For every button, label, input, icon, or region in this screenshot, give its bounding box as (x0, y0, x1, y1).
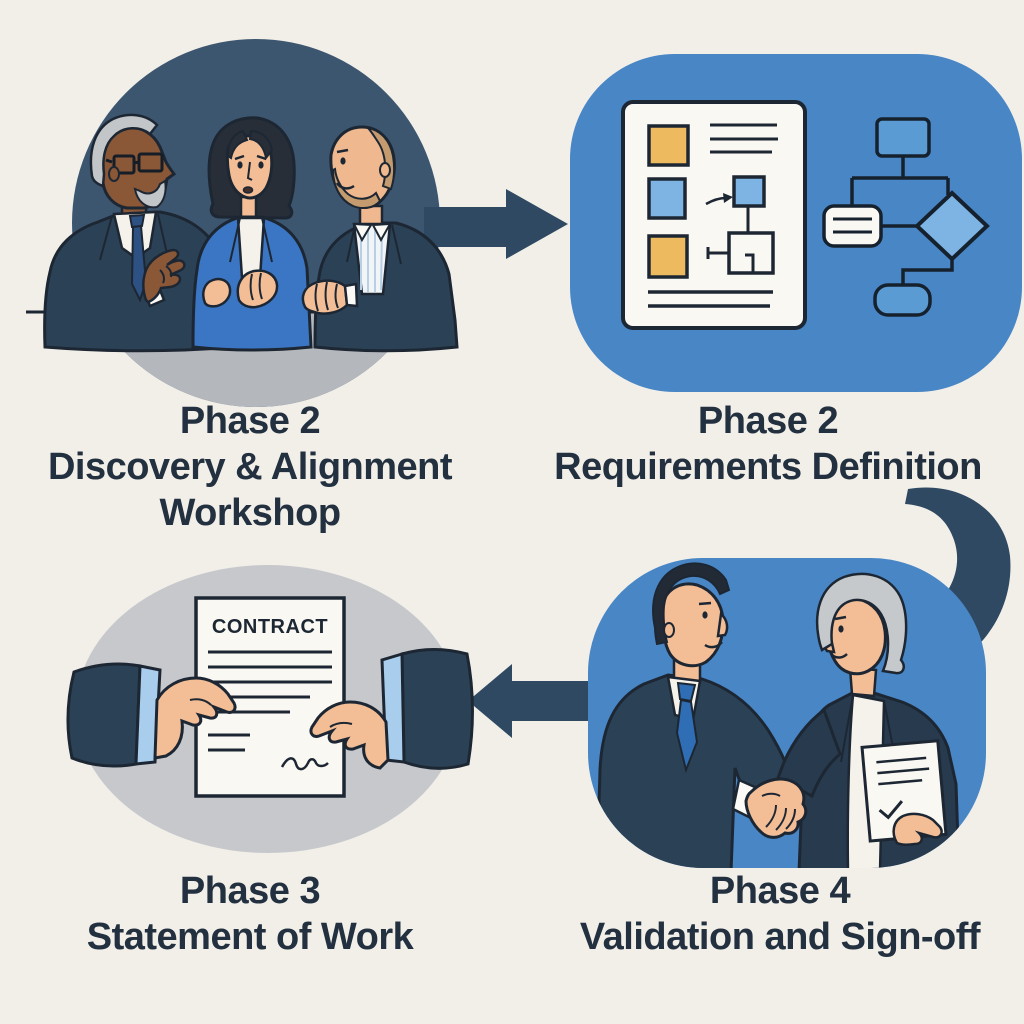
woman-blue-blazer (191, 116, 313, 352)
phase-title-line: Discovery & Alignment (47, 446, 453, 488)
phase-number: Phase 4 (709, 870, 851, 912)
phase-illustration-validation (588, 558, 986, 868)
woman-hand (892, 812, 943, 846)
phase-label-discovery: Phase 2 Discovery & Alignment Workshop (15, 398, 485, 536)
phase-number: Phase 2 (697, 400, 839, 442)
meeting-people (43, 113, 459, 353)
phase-title-line: Validation and Sign-off (579, 916, 981, 958)
checkmark-icon (878, 800, 904, 820)
phase-label-sow: Phase 3 Statement of Work (15, 868, 485, 960)
phase-number: Phase 2 (179, 400, 321, 442)
phase-label-requirements: Phase 2 Requirements Definition (533, 398, 1003, 490)
phase-label-validation: Phase 4 Validation and Sign-off (545, 868, 1015, 960)
phase-title-line: Statement of Work (86, 916, 414, 958)
glasses-icon (105, 152, 164, 175)
man-left (595, 562, 795, 868)
phase-illustration-sow: CONTRACT (66, 565, 474, 853)
phase-title-line: Requirements Definition (554, 446, 982, 488)
contract-title: CONTRACT (212, 616, 328, 638)
handshake-scene (595, 562, 961, 868)
flowchart (822, 117, 990, 317)
receiving-hand (309, 648, 474, 770)
arrow-left-icon (468, 664, 615, 738)
man-gray-beard (43, 113, 238, 353)
phase-title-line: Workshop (159, 492, 341, 534)
giving-hand (66, 662, 237, 768)
arrow-right-icon (424, 189, 568, 259)
phase-illustration-requirements (570, 54, 1022, 392)
connector-curve-icon (905, 487, 1011, 662)
handshake-hands (731, 777, 808, 839)
phase-number: Phase 3 (179, 870, 321, 912)
signature-squiggle (280, 757, 329, 771)
requirements-document (621, 100, 807, 330)
man-balding (301, 125, 459, 353)
